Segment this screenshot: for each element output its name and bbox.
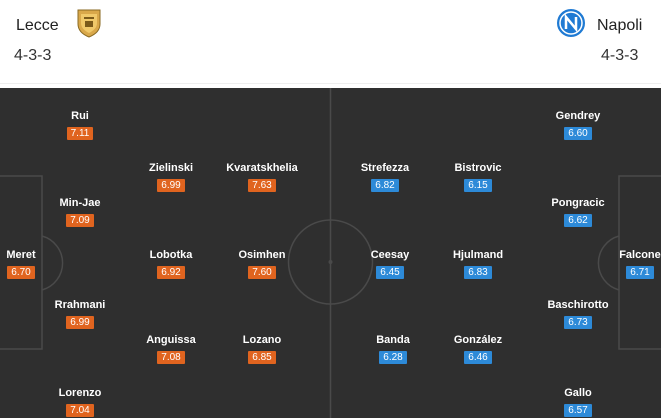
- home-player-min-jae[interactable]: Min-Jae 7.09: [38, 197, 122, 228]
- player-rating: 7.63: [248, 179, 276, 192]
- player-rating: 6.85: [248, 351, 276, 364]
- player-name: Min-Jae: [59, 197, 101, 209]
- home-player-meret[interactable]: Meret 6.70: [0, 249, 63, 280]
- player-rating: 7.09: [66, 214, 94, 227]
- away-player-strefezza[interactable]: Strefezza 6.82: [343, 162, 427, 193]
- away-player-hjulmand[interactable]: Hjulmand 6.83: [436, 249, 520, 280]
- player-rating: 6.92: [157, 266, 185, 279]
- home-player-kvaratskhelia[interactable]: Kvaratskhelia 7.63: [220, 162, 304, 193]
- player-rating: 6.28: [379, 351, 407, 364]
- player-rating: 6.83: [464, 266, 492, 279]
- player-rating: 6.82: [371, 179, 399, 192]
- home-player-rrahmani[interactable]: Rrahmani 6.99: [38, 299, 122, 330]
- player-name: Lobotka: [149, 249, 193, 261]
- away-player-gonzalez[interactable]: González 6.46: [436, 334, 520, 365]
- home-player-anguissa[interactable]: Anguissa 7.08: [129, 334, 213, 365]
- player-name: Meret: [6, 249, 36, 261]
- home-player-lobotka[interactable]: Lobotka 6.92: [129, 249, 213, 280]
- player-rating: 6.99: [157, 179, 185, 192]
- player-name: Rui: [71, 110, 89, 122]
- player-name: Hjulmand: [452, 249, 504, 261]
- away-player-gendrey[interactable]: Gendrey 6.60: [536, 110, 620, 141]
- header-divider: [0, 83, 661, 84]
- napoli-crest-icon: [555, 7, 587, 39]
- away-player-baschirotto[interactable]: Baschirotto 6.73: [536, 299, 620, 330]
- player-rating: 6.99: [66, 316, 94, 329]
- player-rating: 6.57: [564, 404, 592, 417]
- home-player-lozano[interactable]: Lozano 6.85: [220, 334, 304, 365]
- match-header: Lecce 4-3-3 Napoli 4-3-3: [0, 0, 661, 84]
- player-rating: 7.04: [66, 404, 94, 417]
- home-player-lorenzo[interactable]: Lorenzo 7.04: [38, 387, 122, 418]
- player-rating: 7.08: [157, 351, 185, 364]
- player-name: Rrahmani: [54, 299, 106, 311]
- pitch-markings: [0, 88, 661, 418]
- player-name: Osimhen: [238, 249, 286, 261]
- player-rating: 6.73: [564, 316, 592, 329]
- player-name: Anguissa: [146, 334, 196, 346]
- player-name: Lorenzo: [58, 387, 102, 399]
- lecce-crest-icon: [77, 9, 101, 38]
- home-team-name[interactable]: Lecce: [16, 17, 59, 34]
- home-formation: 4-3-3: [14, 47, 52, 64]
- player-rating: 7.11: [66, 127, 94, 140]
- player-rating: 6.60: [564, 127, 592, 140]
- away-player-bistrovic[interactable]: Bistrovic 6.15: [436, 162, 520, 193]
- player-rating: 6.62: [564, 214, 592, 227]
- home-player-zielinski[interactable]: Zielinski 6.99: [129, 162, 213, 193]
- away-team-name[interactable]: Napoli: [597, 17, 643, 34]
- away-player-pongracic[interactable]: Pongracic 6.62: [536, 197, 620, 228]
- player-name: González: [453, 334, 503, 346]
- player-rating: 7.60: [248, 266, 276, 279]
- player-name: Bistrovic: [454, 162, 502, 174]
- away-player-ceesay[interactable]: Ceesay 6.45: [348, 249, 432, 280]
- player-name: Gallo: [564, 387, 592, 399]
- away-player-gallo[interactable]: Gallo 6.57: [536, 387, 620, 418]
- away-formation: 4-3-3: [601, 47, 639, 64]
- player-rating: 6.70: [7, 266, 35, 279]
- away-player-falcone[interactable]: Falcone 6.71: [598, 249, 661, 280]
- player-rating: 6.15: [464, 179, 492, 192]
- player-name: Ceesay: [370, 249, 410, 261]
- player-name: Strefezza: [360, 162, 410, 174]
- player-name: Pongracic: [551, 197, 605, 209]
- home-player-osimhen[interactable]: Osimhen 7.60: [220, 249, 304, 280]
- player-rating: 6.45: [376, 266, 404, 279]
- player-name: Kvaratskhelia: [226, 162, 298, 174]
- player-name: Gendrey: [555, 110, 601, 122]
- pitch: Meret 6.70 Rui 7.11 Min-Jae 7.09 Rrahman…: [0, 88, 661, 418]
- home-player-rui[interactable]: Rui 7.11: [38, 110, 122, 141]
- away-player-banda[interactable]: Banda 6.28: [351, 334, 435, 365]
- player-name: Zielinski: [148, 162, 194, 174]
- player-name: Baschirotto: [547, 299, 609, 311]
- player-name: Falcone: [619, 249, 661, 261]
- player-rating: 6.71: [626, 266, 654, 279]
- player-name: Banda: [376, 334, 410, 346]
- player-name: Lozano: [242, 334, 282, 346]
- player-rating: 6.46: [464, 351, 492, 364]
